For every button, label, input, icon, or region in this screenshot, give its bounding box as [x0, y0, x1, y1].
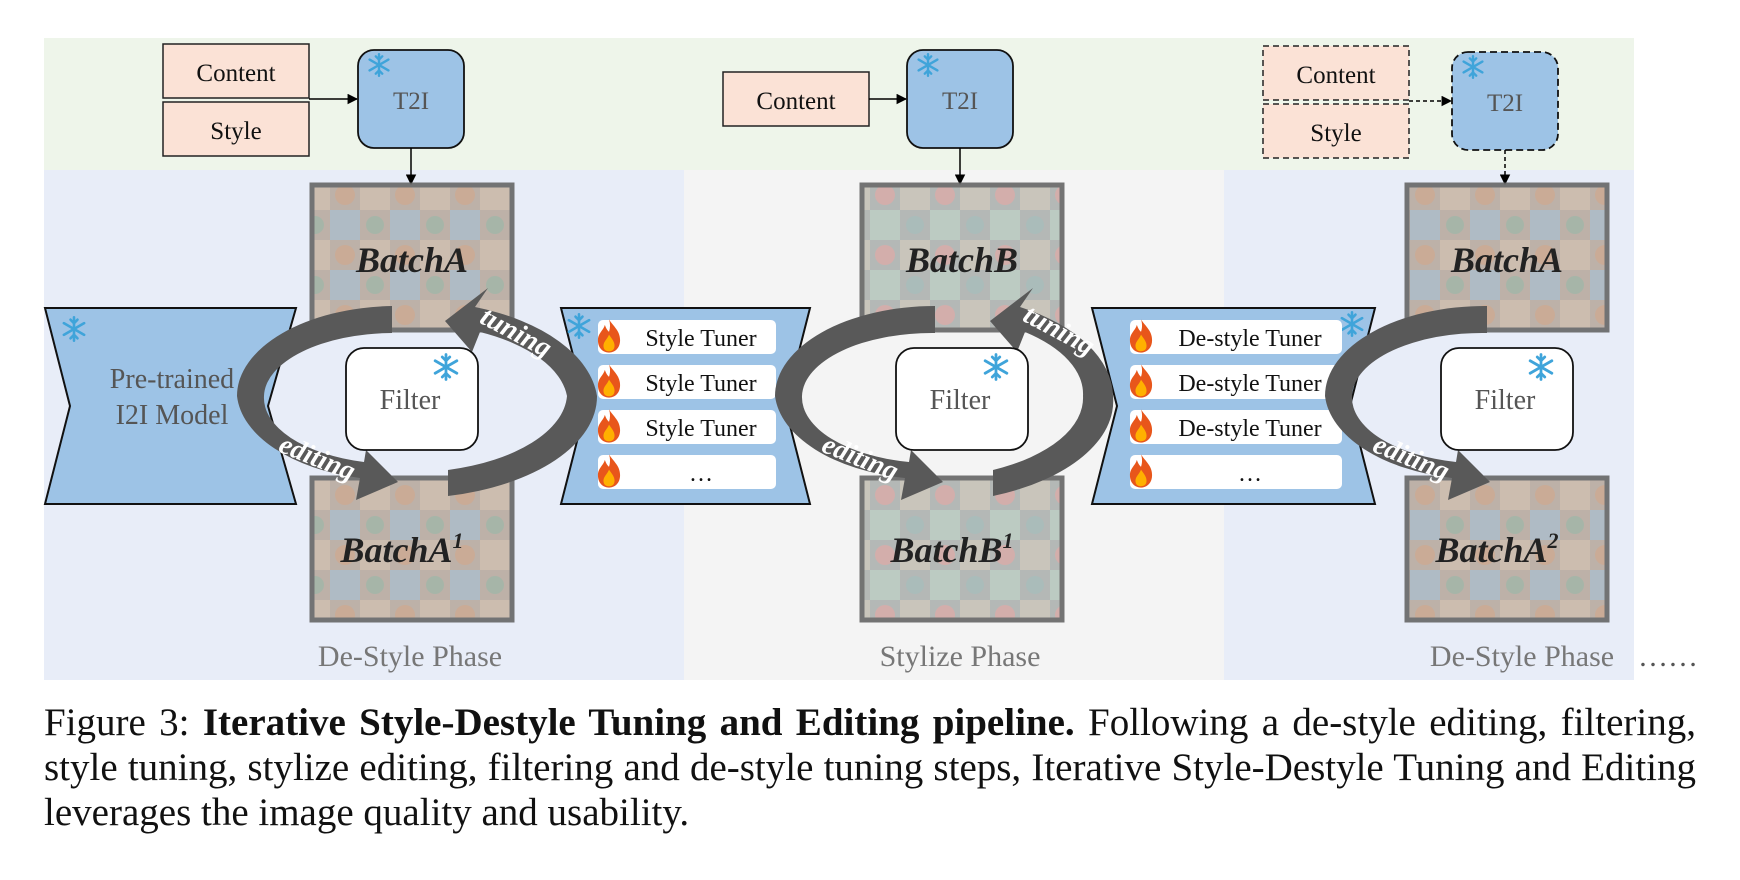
pipeline-diagram: Content Style T2I Content T2I Content St…	[43, 38, 1698, 680]
batch-a-next-stack: BatchA	[1404, 182, 1610, 333]
tuner-label: Style Tuner	[645, 326, 756, 352]
cycle-2	[775, 288, 1114, 500]
tuner-item: Style Tuner	[597, 319, 776, 354]
style-box-3	[1262, 103, 1410, 159]
tuner-label: Style Tuner	[645, 416, 756, 442]
editing-arrow-1-bottom	[237, 396, 398, 500]
filter-box-2: Filter	[895, 347, 1029, 451]
tuning-arrow-2	[990, 288, 1113, 396]
phase-label-stylize: Stylize Phase	[880, 640, 1041, 673]
style-label-3: Style	[1310, 120, 1361, 147]
batch-a2-label: BatchA2	[1434, 528, 1558, 570]
filter-box-3: Filter	[1440, 347, 1574, 451]
tuner-label: …	[1238, 461, 1262, 487]
figure-caption: Figure 3: Iterative Style-Destyle Tuning…	[44, 700, 1696, 835]
t2i-label-2: T2I	[942, 88, 978, 115]
cycle-1	[236, 288, 598, 500]
cycle-3	[1325, 305, 1490, 500]
content-label-1: Content	[196, 60, 275, 87]
content-box-1	[162, 43, 310, 99]
filter-label-3: Filter	[1475, 385, 1536, 416]
batch-a2-stack: BatchA2	[1404, 475, 1610, 623]
tuner-item: Style Tuner	[597, 364, 776, 399]
tuning-arrow-1-bottom	[448, 396, 598, 496]
filter-box-1: Filter	[345, 347, 479, 451]
model-label-line2: I2I Model	[116, 400, 229, 431]
content-box-2	[722, 71, 870, 127]
tuning-arrow-2-bottom	[993, 396, 1114, 496]
t2i-label-3: T2I	[1487, 90, 1523, 117]
tuner-item: De-style Tuner	[1129, 319, 1342, 354]
style-label-1: Style	[210, 118, 261, 145]
phase-continuation: ……	[1638, 640, 1698, 673]
filter-label-1: Filter	[380, 385, 441, 416]
tuner-item: De-style Tuner	[1129, 409, 1342, 444]
phase-label-destyle-2: De-Style Phase	[1430, 640, 1614, 673]
tuner-label: Style Tuner	[645, 371, 756, 397]
tuner-label: De-style Tuner	[1178, 416, 1321, 442]
tuner-label: De-style Tuner	[1178, 326, 1321, 352]
model-label-line1: Pre-trained	[110, 364, 234, 395]
caption-title: Iterative Style-Destyle Tuning and Editi…	[202, 701, 1075, 744]
filter-label-2: Filter	[930, 385, 991, 416]
batch-a-next-label: BatchA	[1450, 240, 1563, 280]
editing-arrow-2-top	[775, 306, 935, 396]
tuner-item: De-style Tuner	[1129, 364, 1342, 399]
pretrained-i2i-model	[43, 307, 298, 505]
content-label-3: Content	[1296, 62, 1375, 89]
phase-label-destyle-1: De-Style Phase	[318, 640, 502, 673]
tuner-label: De-style Tuner	[1178, 371, 1321, 397]
style-box-1	[162, 101, 310, 157]
tuner-label: …	[689, 461, 713, 487]
content-box-3	[1262, 45, 1410, 101]
batch-b-label: BatchB	[905, 240, 1018, 280]
editing-arrow-3-bottom	[1325, 396, 1490, 500]
content-label-2: Content	[756, 88, 835, 115]
tuning-arrow-1	[445, 288, 597, 396]
editing-arrow-2-bottom	[775, 396, 943, 500]
batch-a1-stack: BatchA1	[309, 475, 515, 623]
tuner-item: Style Tuner	[597, 409, 776, 444]
caption-body: Following a de-style editing, filtering,…	[44, 701, 1696, 834]
batch-b-stack: BatchB	[859, 182, 1065, 333]
t2i-label-1: T2I	[393, 88, 429, 115]
tuner-item: …	[597, 454, 776, 489]
editing-arrow-1-top	[236, 306, 392, 396]
batch-b1-label: BatchB1	[889, 528, 1013, 570]
editing-arrow-3-top	[1325, 305, 1487, 396]
batch-a1-label: BatchA1	[339, 528, 463, 570]
batch-a-label: BatchA	[355, 240, 468, 280]
batch-a-stack: BatchA	[309, 182, 515, 333]
tuner-item: …	[1129, 454, 1342, 489]
caption-prefix: Figure 3:	[44, 701, 203, 744]
batch-b1-stack: BatchB1	[859, 475, 1065, 623]
